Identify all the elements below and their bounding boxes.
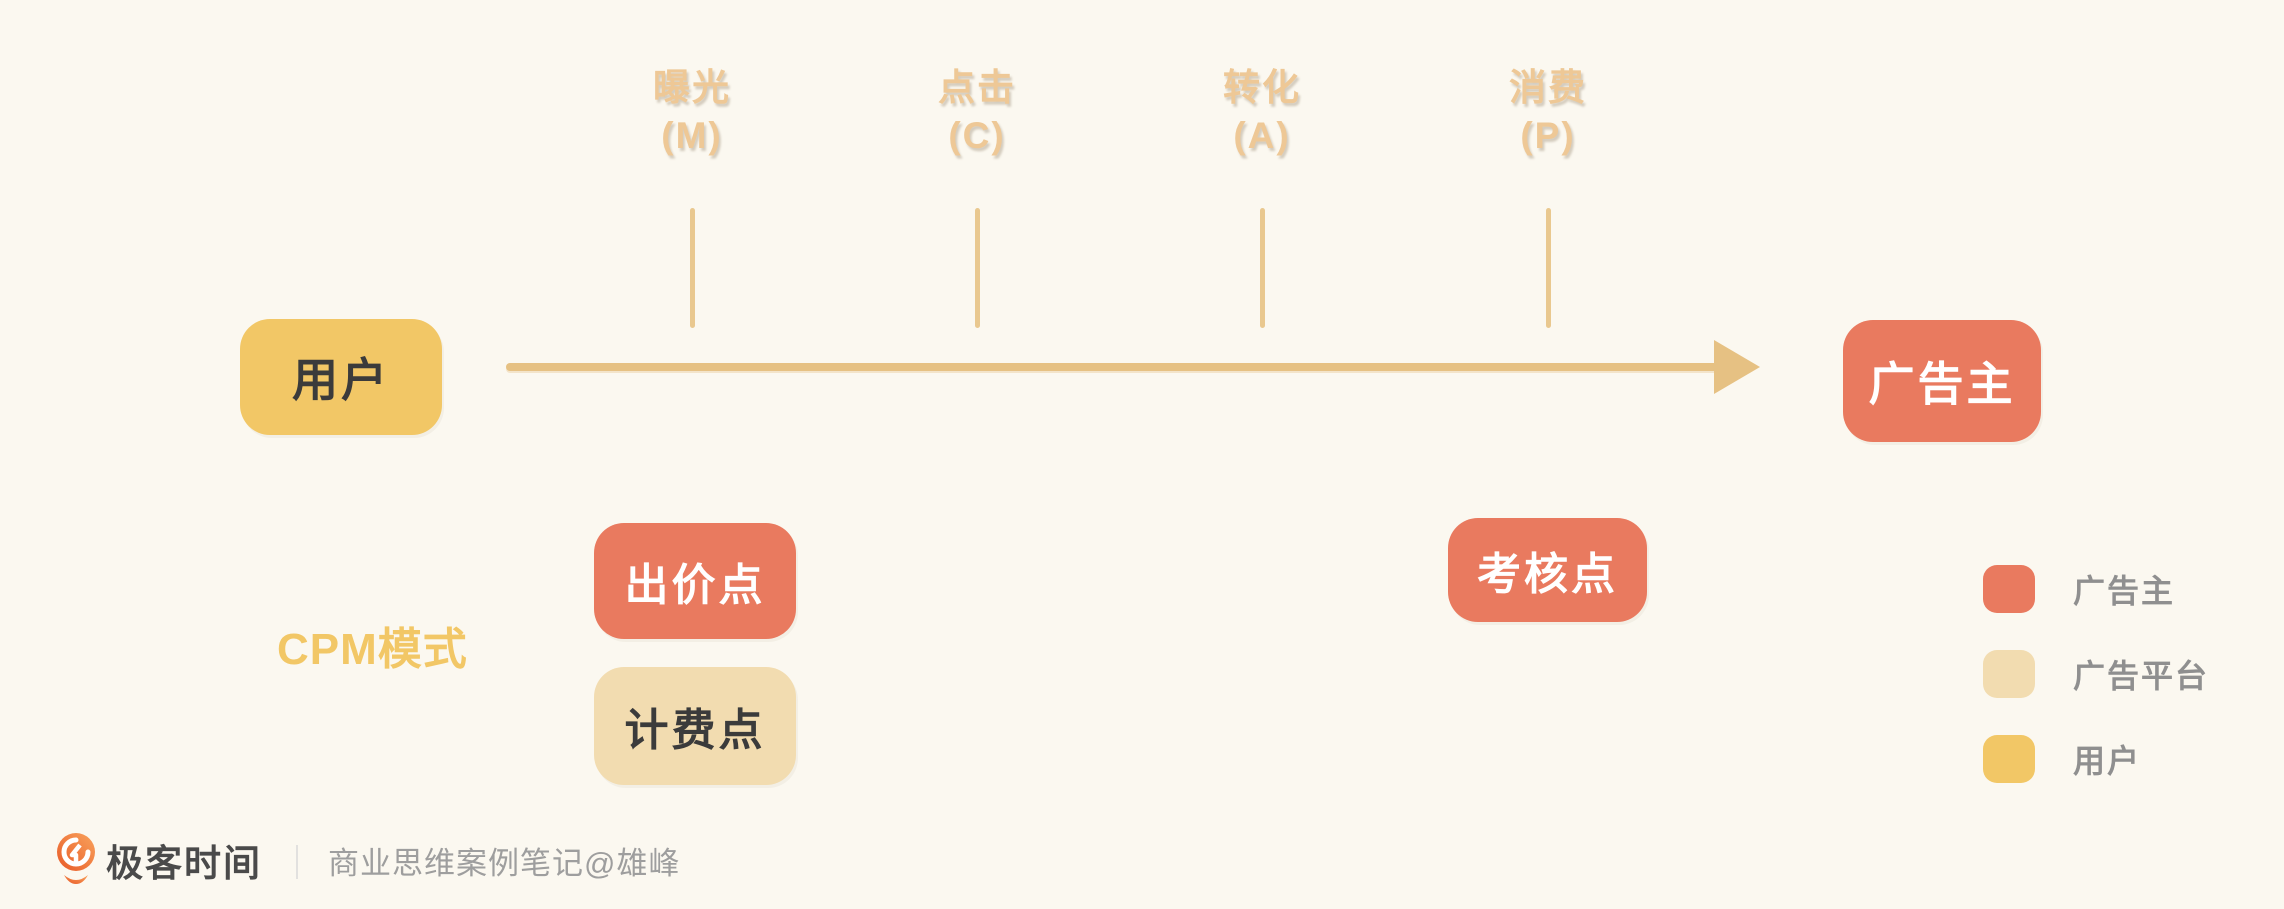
legend-item-user: 用户	[1983, 735, 2209, 783]
stage-column-conversion: 转化 (A)	[1152, 64, 1372, 160]
stage-code: (P)	[1520, 115, 1576, 156]
timeline-arrow	[506, 363, 1718, 371]
footer: 极客时间 ｜ 商业思维案例笔记@雄峰	[56, 832, 680, 888]
stage-tick-exposure	[690, 208, 695, 328]
billing-point-box: 计费点	[594, 667, 796, 785]
legend-label: 用户	[2073, 743, 2142, 779]
stage-tick-consumption	[1546, 208, 1551, 328]
advertiser-node: 广告主	[1843, 320, 2041, 442]
stage-tick-click	[975, 208, 980, 328]
legend-label: 广告主	[2073, 573, 2176, 609]
stage-column-click: 点击 (C)	[867, 64, 1087, 160]
stage-column-exposure: 曝光 (M)	[582, 64, 802, 160]
stage-tick-conversion	[1260, 208, 1265, 328]
stage-code: (A)	[1233, 115, 1291, 156]
timeline-arrowhead-icon	[1714, 340, 1760, 394]
stage-name: 转化	[1223, 67, 1301, 108]
footer-brand: 极客时间	[106, 843, 262, 884]
stage-code: (M)	[661, 115, 723, 156]
geektime-logo-icon	[57, 833, 95, 884]
stage-code: (C)	[948, 115, 1006, 156]
footer-caption: 商业思维案例笔记@雄峰	[328, 845, 681, 881]
stage-column-consumption: 消费 (P)	[1438, 64, 1658, 160]
legend: 广告主 广告平台 用户	[1983, 565, 2209, 820]
user-node: 用户	[240, 319, 442, 435]
stage-name: 曝光	[653, 67, 731, 108]
footer-divider: ｜	[280, 844, 314, 883]
legend-label: 广告平台	[2073, 658, 2210, 694]
bid-point-box: 出价点	[594, 523, 796, 639]
legend-item-advertiser: 广告主	[1983, 565, 2209, 613]
legend-item-platform: 广告平台	[1983, 650, 2209, 698]
assessment-point-box: 考核点	[1448, 518, 1647, 622]
legend-swatch-advertiser	[1983, 565, 2035, 613]
legend-swatch-platform	[1983, 650, 2035, 698]
mode-label: CPM模式	[277, 625, 468, 674]
legend-swatch-user	[1983, 735, 2035, 783]
stage-name: 点击	[938, 67, 1016, 108]
stage-name: 消费	[1509, 67, 1587, 108]
